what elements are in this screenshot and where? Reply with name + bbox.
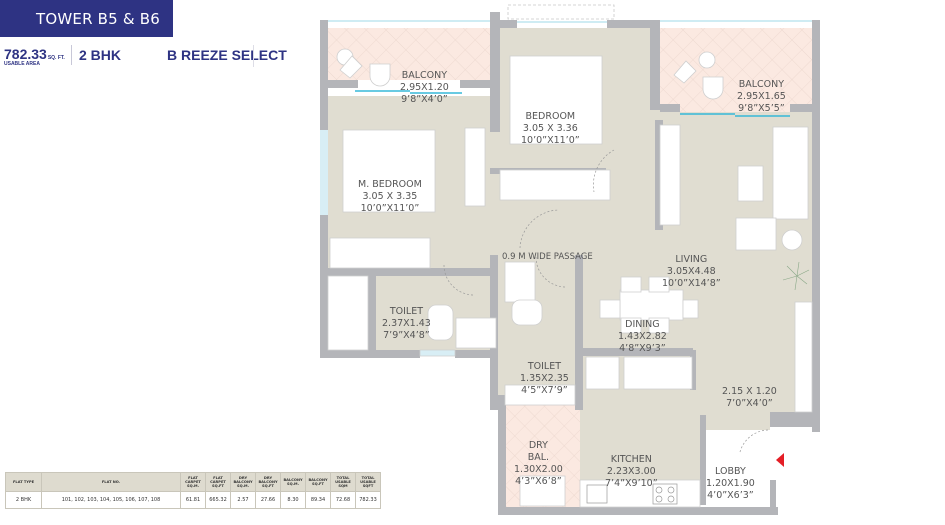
area-caption: USABLE AREA xyxy=(4,61,40,67)
cell: 8.30 xyxy=(280,491,306,509)
col-flat-type: FLAT TYPE xyxy=(5,472,42,492)
unit-type: 2 BHK xyxy=(79,47,122,63)
area-value: 782.33 xyxy=(4,46,47,62)
header-divider xyxy=(71,45,72,65)
col-total-sqft: TOTAL USABLE SQFT xyxy=(355,472,381,492)
cell: 101, 102, 103, 104, 105, 106, 107, 108 xyxy=(41,491,181,509)
area-table: FLAT TYPE FLAT NO. FLAT CARPET SQ.M. FLA… xyxy=(5,472,381,509)
cell: 61.81 xyxy=(180,491,206,509)
col-total-sqm: TOTAL USABLE SQM xyxy=(330,472,356,492)
collection-name: B REEZE SELECT xyxy=(167,47,287,63)
usable-area: 782.33SQ. FT. USABLE AREA xyxy=(4,46,65,67)
passage-label: 0.9 M WIDE PASSAGE xyxy=(502,252,593,262)
col-bal-sqft: BALCONY SQ.FT xyxy=(305,472,331,492)
cell: 27.66 xyxy=(255,491,281,509)
cell: 2.57 xyxy=(230,491,256,509)
cell: 782.33 xyxy=(355,491,381,509)
col-bal-sqm: BALCONY SQ.M. xyxy=(280,472,306,492)
col-carpet-sqft: FLAT CARPET SQ.FT xyxy=(205,472,231,492)
tower-banner: TOWER B5 & B6 xyxy=(0,0,173,37)
table-row: 2 BHK 101, 102, 103, 104, 105, 106, 107,… xyxy=(5,491,381,509)
entry-arrow-icon xyxy=(776,453,784,467)
col-carpet-sqm: FLAT CARPET SQ.M. xyxy=(180,472,206,492)
cell: 72.68 xyxy=(330,491,356,509)
table-header-row: FLAT TYPE FLAT NO. FLAT CARPET SQ.M. FLA… xyxy=(5,472,381,492)
header-divider-2 xyxy=(253,45,254,67)
col-flat-no: FLAT NO. xyxy=(41,472,181,492)
cell: 665.32 xyxy=(205,491,231,509)
area-unit: SQ. FT. xyxy=(47,55,65,61)
cell: 2 BHK xyxy=(5,491,42,509)
col-dry-bal-sqft: DRY BALCONY SQ.FT xyxy=(255,472,281,492)
tower-title: TOWER B5 & B6 xyxy=(36,9,160,28)
cell: 89.34 xyxy=(305,491,331,509)
col-dry-bal-sqm: DRY BALCONY SQ.M. xyxy=(230,472,256,492)
